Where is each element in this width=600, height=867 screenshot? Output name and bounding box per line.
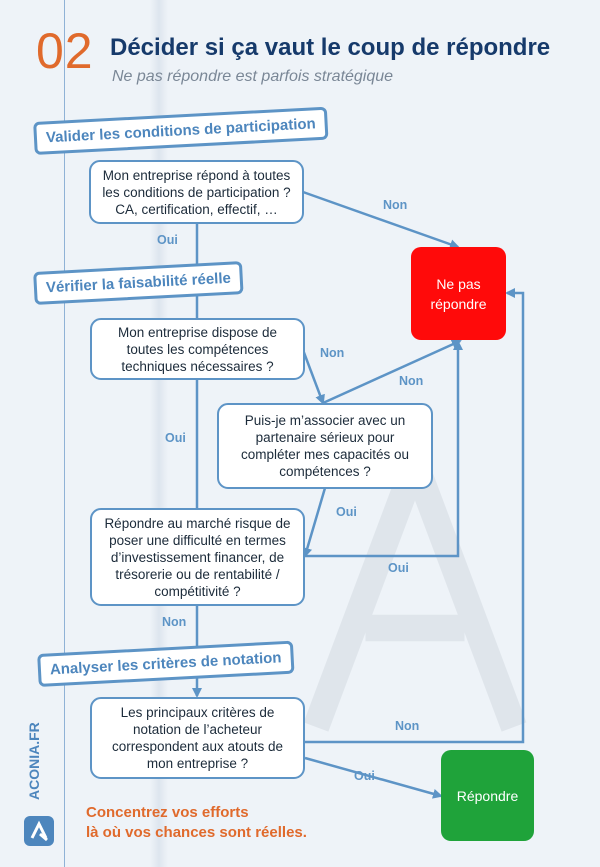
outcome-ne-pas-repondre: Ne pas répondre — [411, 247, 506, 340]
step-number: 02 — [36, 23, 94, 79]
question-criteres: Les principaux critères de notation de l… — [90, 697, 305, 779]
label-q3-oui: Oui — [336, 505, 357, 519]
arrow-q4-yes — [305, 340, 463, 558]
arrow-q5-no — [305, 288, 525, 744]
outcome-repondre: Répondre — [441, 750, 534, 841]
margin-line — [64, 0, 65, 867]
question-competences: Mon entreprise dispose de toutes les com… — [90, 318, 305, 380]
arrow-q1-no — [302, 190, 460, 250]
label-q5-oui: Oui — [354, 769, 375, 783]
arrow-q3-no — [322, 339, 462, 405]
page-title: Décider si ça vaut le coup de répondre — [110, 34, 551, 61]
label-q2-non: Non — [320, 346, 345, 360]
brand-logo-icon — [24, 816, 54, 846]
page-subtitle: Ne pas répondre est parfois stratégique — [112, 68, 394, 85]
question-partenaire: Puis-je m’associer avec un partenaire sé… — [217, 403, 433, 489]
arrow-q2-no — [301, 349, 325, 405]
label-q4-oui: Oui — [388, 561, 409, 575]
arrow-q3-yes — [302, 487, 327, 558]
label-q4-non: Non — [162, 615, 187, 629]
brand-name: ACONIA.FR — [26, 722, 42, 800]
brand-mark: ACONIA.FR — [22, 700, 58, 850]
label-q3-non: Non — [399, 374, 424, 388]
question-risque: Répondre au marché risque de poser une d… — [90, 508, 305, 606]
label-q1-oui: Oui — [157, 233, 178, 247]
arrow-q5-yes — [304, 756, 443, 799]
label-q5-non: Non — [395, 719, 420, 733]
label-q2-oui: Oui — [165, 431, 186, 445]
question-conditions: Mon entreprise répond à toutes les condi… — [89, 160, 304, 224]
label-q1-non: Non — [383, 198, 408, 212]
call-to-action: Concentrez vos efforts là où vos chances… — [86, 804, 307, 841]
